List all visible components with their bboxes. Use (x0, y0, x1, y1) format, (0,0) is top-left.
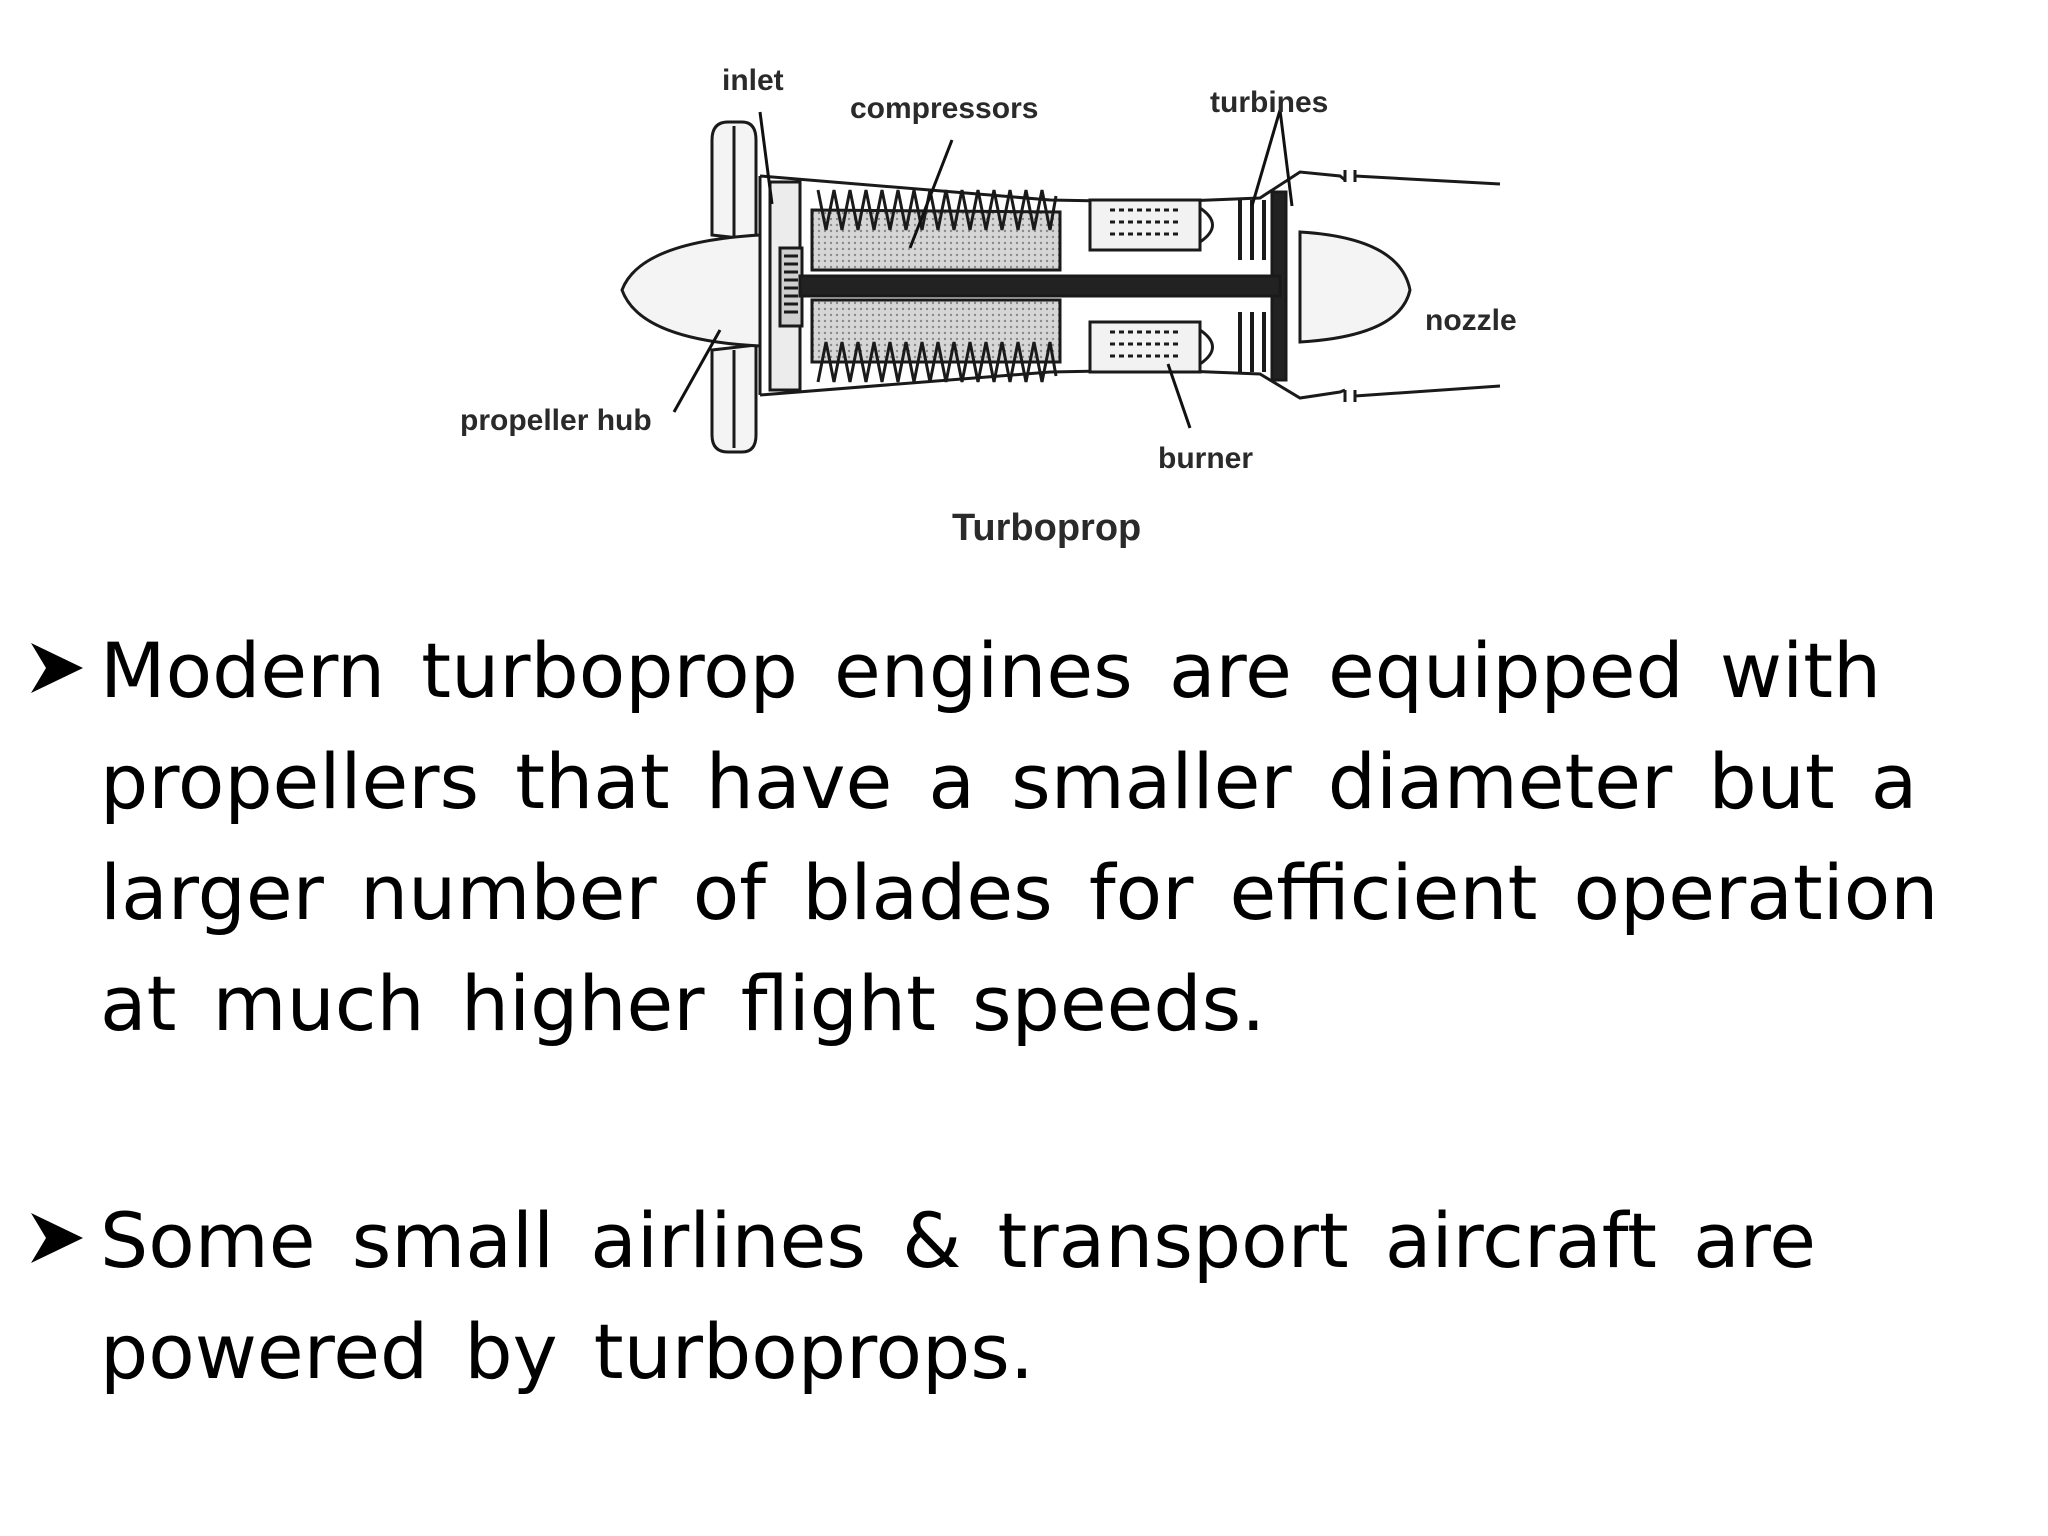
leader-lines (672, 109, 1294, 429)
propeller-hub-shape (620, 233, 762, 348)
bullet-item: Some small airlines & transport aircraft… (28, 1185, 1988, 1407)
burner-bottom (1088, 320, 1214, 374)
arrowhead-bullet-icon (31, 1213, 83, 1263)
burner-top (1088, 198, 1214, 252)
propeller-blade-bottom (710, 343, 758, 454)
label-burner: burner (1158, 442, 1253, 475)
label-compressors: compressors (850, 92, 1038, 125)
propeller-blade-top (710, 120, 758, 242)
engine-casing-top (759, 170, 1346, 204)
engine-casing-bottom (759, 368, 1346, 400)
turboprop-diagram: inlet compressors turbines nozzle propel… (460, 64, 1517, 549)
nozzle-bottom (1343, 384, 1501, 402)
exhaust-cone (1298, 230, 1412, 344)
label-inlet: inlet (722, 64, 784, 97)
nozzle-top (1343, 170, 1501, 186)
main-shaft (798, 274, 1282, 298)
bullet-item: Modern turboprop engines are equipped wi… (28, 615, 1988, 1059)
bullet-text: Modern turboprop engines are equipped wi… (100, 626, 1939, 1048)
compressor-blades-bottom (816, 341, 1058, 383)
label-turbines: turbines (1210, 86, 1328, 119)
label-propeller-hub: propeller hub (460, 404, 652, 437)
diagram-caption: Turboprop (952, 507, 1141, 549)
compressor-blades-top (816, 189, 1058, 231)
arrowhead-bullet-icon (31, 643, 83, 693)
engine-drawing (620, 120, 1501, 454)
bullet-text: Some small airlines & transport aircraft… (100, 1196, 1817, 1396)
label-nozzle: nozzle (1425, 304, 1517, 337)
bullet-list: Modern turboprop engines are equipped wi… (28, 615, 1988, 1407)
